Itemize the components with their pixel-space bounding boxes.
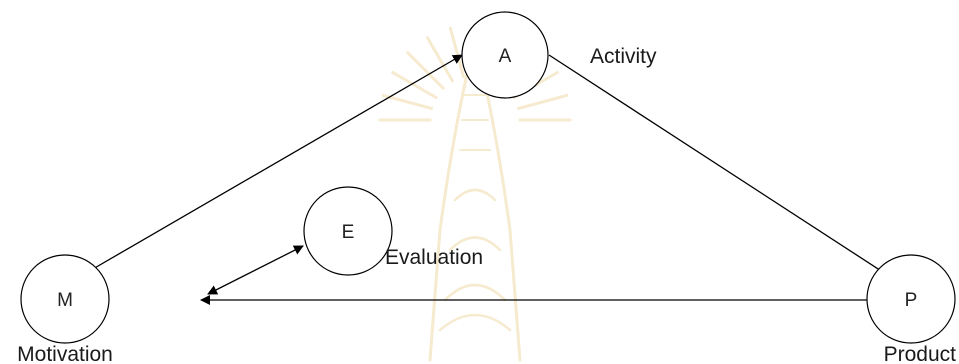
node-motivation-letter: M (57, 290, 73, 311)
node-evaluation-circle (303, 186, 393, 276)
node-activity: A (461, 11, 549, 99)
node-product-circle (866, 254, 956, 344)
node-activity-circle (461, 11, 549, 99)
node-product: P (866, 254, 956, 344)
node-product-letter: P (905, 290, 918, 311)
node-activity-caption: Activity (590, 45, 657, 68)
node-evaluation: E (303, 186, 393, 276)
edge-activity-to-product (548, 54, 893, 279)
node-activity-letter: A (499, 46, 512, 67)
node-motivation-circle (20, 254, 110, 344)
node-motivation-caption: Motivation (17, 343, 113, 364)
edge-motivation-evaluation (207, 245, 304, 295)
node-evaluation-letter: E (342, 222, 355, 243)
node-evaluation-caption: Evaluation (385, 246, 483, 269)
edge-motivation-to-activity (85, 54, 463, 274)
node-product-caption: Product (884, 343, 957, 364)
node-motivation: M (20, 254, 110, 344)
